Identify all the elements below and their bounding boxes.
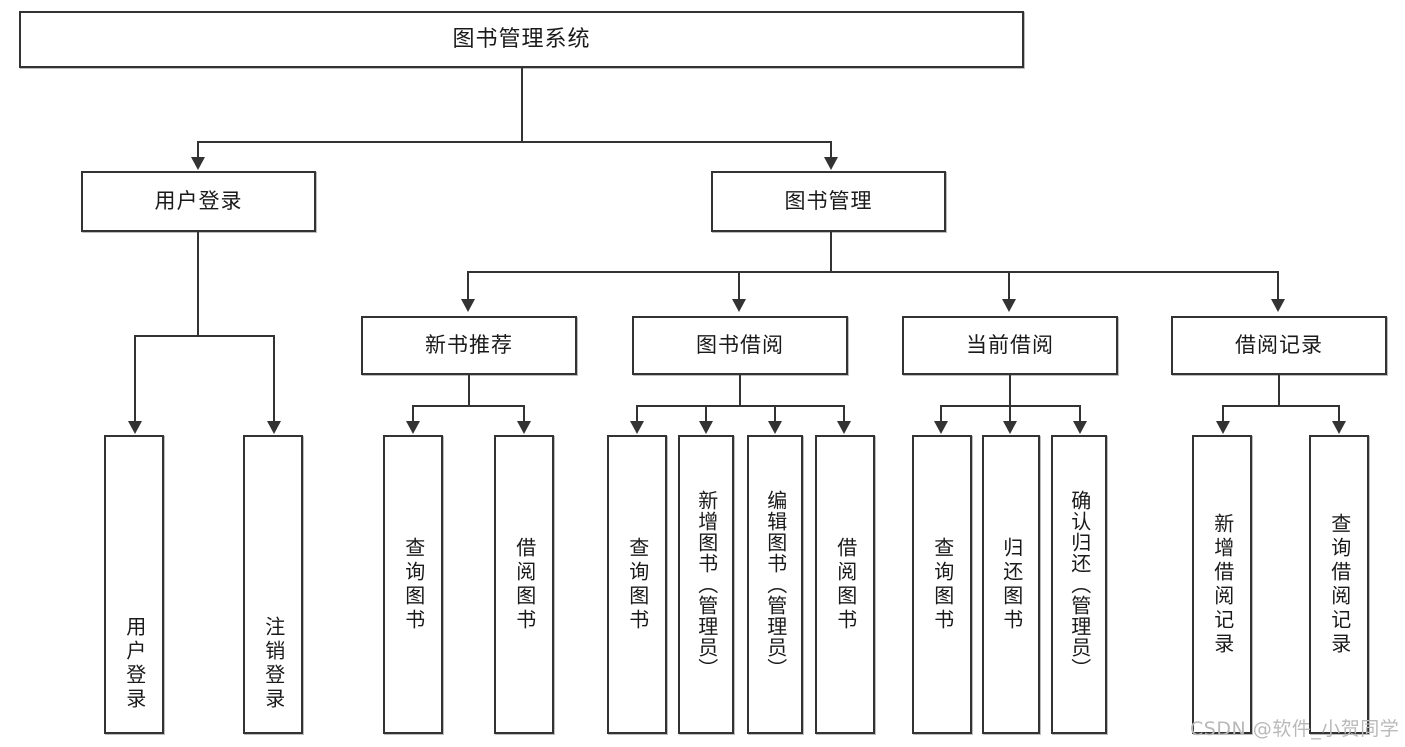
connector-book-management-bus: [467, 271, 1279, 273]
leaf-logout-login[interactable]: 注销登录: [243, 435, 303, 734]
arrowhead-leaf-edit-book: [768, 421, 782, 434]
connector-user-login-branch-2: [273, 335, 275, 422]
leaf-query-book-current[interactable]: 查询图书: [912, 435, 972, 734]
node-label: 当前借阅: [966, 333, 1054, 358]
connector-br-stem: [1278, 375, 1280, 406]
leaf-return-book[interactable]: 归还图书: [982, 435, 1040, 734]
leaf-user-login[interactable]: 用户登录: [104, 435, 164, 734]
csdn-watermark: CSDN @软件_小贺同学: [1190, 718, 1400, 740]
connector-cb-stem: [1009, 375, 1011, 406]
connector-bm-branch-3: [1008, 271, 1010, 300]
connector-bb-branch-1: [636, 405, 638, 422]
connector-user-login-stem: [197, 232, 199, 336]
leaf-label: 确认归还（管理员）: [1067, 490, 1092, 679]
node-label: 图书管理: [784, 189, 873, 214]
arrowhead-leaf-add-book: [699, 421, 713, 434]
connector-user-login-branch-1: [134, 335, 136, 422]
leaf-label: 编辑图书（管理员）: [763, 490, 788, 679]
leaf-query-borrow-record[interactable]: 查询借阅记录: [1309, 435, 1369, 734]
leaf-label: 借阅图书: [833, 536, 858, 633]
leaf-add-borrow-record[interactable]: 新增借阅记录: [1192, 435, 1252, 734]
arrowhead-leaf-confirm-return: [1073, 421, 1087, 434]
node-label: 用户登录: [154, 189, 243, 214]
connector-nbr-branch-2: [523, 405, 525, 422]
leaf-label: 用户登录: [122, 616, 147, 712]
leaf-label: 查询图书: [930, 536, 955, 633]
connector-br-branch-2: [1338, 405, 1340, 422]
connector-cb-branch-3: [1079, 405, 1081, 422]
leaf-label: 查询图书: [401, 536, 426, 633]
connector-br-bus: [1222, 405, 1340, 407]
node-root-book-management-system[interactable]: 图书管理系统: [19, 11, 1024, 68]
connector-bm-branch-2: [738, 271, 740, 300]
leaf-label: 归还图书: [999, 536, 1024, 633]
arrowhead-leaf-borrow-book-1: [517, 421, 531, 434]
connector-cb-branch-1: [940, 405, 942, 422]
connector-bb-branch-2: [705, 405, 707, 422]
leaf-query-book-borrow[interactable]: 查询图书: [607, 435, 667, 734]
connector-bb-stem: [739, 375, 741, 406]
arrowhead-leaf-query-book-3: [934, 421, 948, 434]
leaf-label: 新增借阅记录: [1210, 512, 1235, 657]
connector-br-branch-1: [1222, 405, 1224, 422]
leaf-query-book-recommend[interactable]: 查询图书: [383, 435, 443, 734]
connector-root-stem: [521, 68, 523, 142]
leaf-label: 新增图书（管理员）: [694, 490, 719, 679]
node-label: 图书借阅: [696, 333, 784, 358]
arrowhead-leaf-query-book-2: [630, 421, 644, 434]
arrowhead-leaf-return-book: [1003, 421, 1017, 434]
node-borrow-record[interactable]: 借阅记录: [1171, 316, 1387, 375]
arrowhead-current-borrow: [1002, 299, 1016, 312]
node-new-book-recommend[interactable]: 新书推荐: [361, 316, 577, 375]
leaf-borrow-book-recommend[interactable]: 借阅图书: [494, 435, 554, 734]
node-label: 图书管理系统: [452, 26, 591, 52]
node-book-management[interactable]: 图书管理: [711, 171, 946, 232]
arrowhead-book-management: [824, 157, 838, 170]
connector-root-to-book-management: [830, 141, 832, 158]
node-book-borrow[interactable]: 图书借阅: [632, 316, 848, 375]
leaf-label: 借阅图书: [512, 536, 537, 633]
connector-bm-branch-1: [467, 271, 469, 300]
arrowhead-leaf-query-record: [1332, 421, 1346, 434]
arrowhead-leaf-logout-login: [267, 421, 281, 434]
connector-user-login-bus: [134, 335, 275, 337]
arrowhead-leaf-query-book-1: [406, 421, 420, 434]
connector-root-bus: [197, 141, 832, 143]
leaf-confirm-return[interactable]: 确认归还（管理员）: [1051, 435, 1107, 734]
leaf-add-book[interactable]: 新增图书（管理员）: [678, 435, 734, 734]
leaf-borrow-book[interactable]: 借阅图书: [815, 435, 875, 734]
leaf-edit-book[interactable]: 编辑图书（管理员）: [747, 435, 803, 734]
connector-nbr-branch-1: [412, 405, 414, 422]
node-user-login[interactable]: 用户登录: [81, 171, 316, 232]
connector-nbr-stem: [468, 375, 470, 406]
node-label: 新书推荐: [425, 333, 513, 358]
connector-nbr-bus: [412, 405, 525, 407]
arrowhead-book-borrow: [732, 299, 746, 312]
arrowhead-leaf-user-login: [128, 421, 142, 434]
arrowhead-leaf-add-record: [1216, 421, 1230, 434]
connector-bb-bus: [636, 405, 845, 407]
leaf-label: 查询图书: [625, 536, 650, 633]
leaf-label: 注销登录: [261, 616, 286, 712]
arrowhead-leaf-borrow-book-2: [837, 421, 851, 434]
connector-root-to-user-login: [197, 141, 199, 158]
connector-bm-branch-4: [1277, 271, 1279, 300]
node-label: 借阅记录: [1235, 333, 1323, 358]
leaf-label: 查询借阅记录: [1327, 512, 1352, 657]
arrowhead-new-book-recommend: [461, 299, 475, 312]
connector-bb-branch-3: [774, 405, 776, 422]
node-current-borrow[interactable]: 当前借阅: [902, 316, 1118, 375]
connector-book-management-stem: [830, 232, 832, 272]
arrowhead-borrow-record: [1271, 299, 1285, 312]
connector-cb-branch-2: [1009, 405, 1011, 422]
connector-bb-branch-4: [843, 405, 845, 422]
arrowhead-user-login: [191, 157, 205, 170]
